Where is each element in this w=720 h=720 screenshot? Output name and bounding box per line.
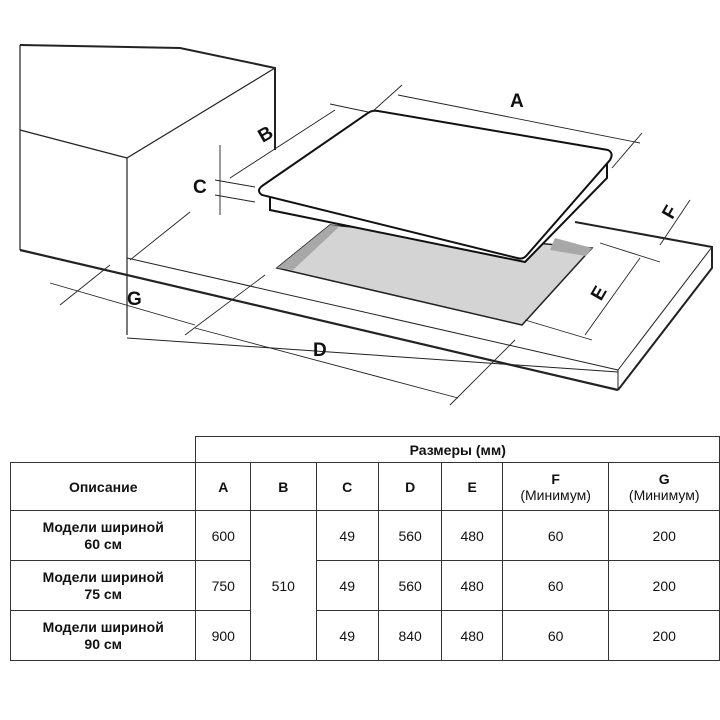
label-b: B: [255, 122, 277, 147]
cell-d: 560: [377, 510, 443, 561]
cell-g: 200: [608, 560, 720, 611]
countertop: [19, 221, 713, 392]
header-b: B: [250, 462, 317, 511]
group-header: Размеры (мм): [195, 436, 720, 463]
cell-e: 480: [441, 610, 503, 661]
cell-c: 49: [315, 560, 379, 611]
header-g: G(Минимум): [608, 462, 720, 511]
label-e: E: [587, 283, 612, 304]
dimension-lines: [49, 84, 691, 406]
header-f: F(Минимум): [501, 462, 610, 511]
hob: [258, 109, 613, 264]
header-e: E: [441, 462, 503, 511]
cabinet: [19, 44, 276, 335]
header-d: D: [377, 462, 443, 511]
cell-c: 49: [315, 610, 379, 661]
header-desc: Описание: [9, 462, 197, 511]
cell-c: 49: [315, 510, 379, 561]
dimensions-table: Размеры (мм) Описание A B C D E F(Миниму…: [9, 436, 720, 661]
cell-a: 600: [195, 510, 252, 561]
label-a: A: [510, 91, 524, 112]
cell-a: 750: [195, 560, 252, 611]
cell-d: 840: [377, 610, 443, 661]
cell-e: 480: [441, 510, 503, 561]
cell-f: 60: [501, 610, 610, 661]
cell-g: 200: [608, 510, 720, 561]
hob-installation-diagram: A B C G D E F: [19, 44, 713, 406]
cell-f: 60: [501, 510, 610, 561]
header-c: C: [315, 462, 379, 511]
cell-f: 60: [501, 560, 610, 611]
label-d: D: [313, 340, 327, 361]
cell-e: 480: [441, 560, 503, 611]
cell-b: 510: [250, 510, 317, 661]
cell-d: 560: [377, 560, 443, 611]
cell-a: 900: [195, 610, 252, 661]
label-g: G: [127, 289, 142, 310]
label-f: F: [658, 202, 682, 223]
label-c: C: [193, 177, 207, 198]
cell-g: 200: [608, 610, 720, 661]
header-a: A: [195, 462, 252, 511]
